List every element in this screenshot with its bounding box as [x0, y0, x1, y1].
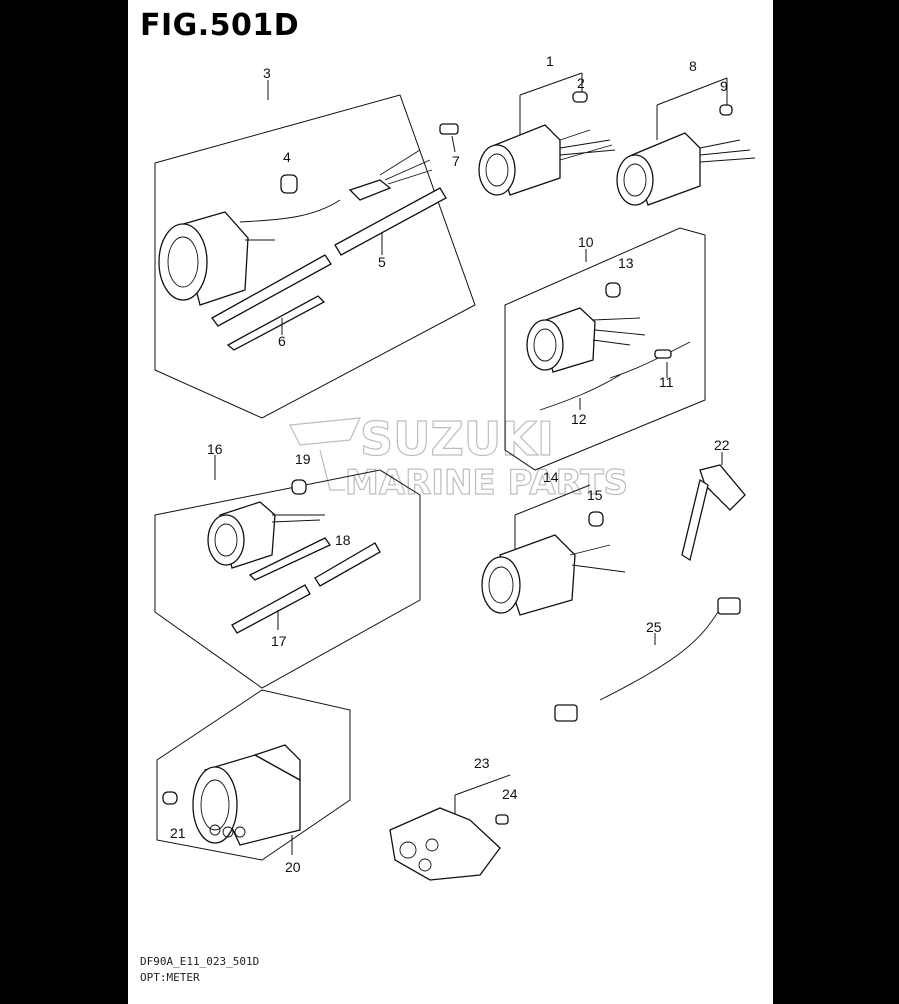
callout-20: 20 — [285, 859, 301, 875]
group-3-box — [154, 80, 476, 419]
callout-25: 25 — [646, 619, 662, 635]
callout-22: 22 — [714, 437, 730, 453]
watermark: SUZUKI MARINE PARTS — [289, 411, 629, 504]
watermark-logo-icon — [289, 417, 361, 491]
callout-24: 24 — [502, 786, 518, 802]
callout-14: 14 — [543, 469, 559, 485]
callout-7: 7 — [452, 153, 460, 169]
gauge-part-1[interactable] — [478, 72, 616, 196]
callout-6: 6 — [278, 333, 286, 349]
harness-part-11[interactable] — [609, 341, 691, 379]
bulb-part-21[interactable] — [162, 791, 178, 805]
gauge-part-8[interactable] — [616, 77, 756, 206]
callout-10: 10 — [578, 234, 594, 250]
fitting-part-7[interactable] — [439, 123, 459, 153]
group-16-box — [154, 455, 421, 689]
tie-part-6[interactable] — [226, 295, 326, 351]
callout-3: 3 — [263, 65, 271, 81]
tube-part-5[interactable] — [211, 187, 447, 327]
gauge-part-20[interactable] — [192, 744, 301, 855]
bulb-part-4[interactable] — [280, 174, 298, 194]
gauge-part-10[interactable] — [526, 307, 646, 373]
gauge-part-14[interactable] — [481, 484, 626, 616]
bulb-part-15[interactable] — [588, 511, 604, 527]
gauge-part-16[interactable] — [207, 501, 325, 569]
bulb-part-19[interactable] — [291, 479, 307, 495]
callout-8: 8 — [689, 58, 697, 74]
callout-12: 12 — [571, 411, 587, 427]
callout-23: 23 — [474, 755, 490, 771]
bulb-part-9 — [719, 104, 733, 116]
bracket-part-23[interactable] — [389, 774, 511, 881]
callout-15: 15 — [587, 487, 603, 503]
callout-13: 13 — [618, 255, 634, 271]
section-name: OPT:METER — [140, 971, 200, 984]
callout-21: 21 — [170, 825, 186, 841]
gauge-part-3[interactable] — [158, 149, 433, 306]
bulb-part-13[interactable] — [605, 282, 621, 298]
callout-5: 5 — [378, 254, 386, 270]
callout-18: 18 — [335, 532, 351, 548]
callout-labels: 1 2 3 4 5 6 7 8 9 10 11 12 13 14 15 16 1… — [170, 53, 730, 875]
tube-part-17[interactable] — [231, 542, 381, 634]
tie-part-18[interactable] — [248, 537, 331, 581]
group-20-box — [156, 689, 351, 861]
bulb-part-2 — [572, 91, 588, 103]
harness-part-12[interactable] — [539, 374, 621, 411]
watermark-line1: SUZUKI — [360, 412, 554, 466]
sender-part-22[interactable] — [681, 452, 746, 562]
callout-2: 2 — [577, 75, 585, 91]
callout-17: 17 — [271, 633, 287, 649]
callout-16: 16 — [207, 441, 223, 457]
group-10-box — [504, 227, 706, 471]
callout-11: 11 — [659, 374, 674, 390]
callout-1: 1 — [546, 53, 554, 69]
callout-4: 4 — [283, 149, 291, 165]
watermark-line2: MARINE PARTS — [345, 463, 628, 503]
callout-9: 9 — [720, 78, 728, 94]
figure-title: FIG.501D — [140, 8, 300, 43]
callout-19: 19 — [295, 451, 311, 467]
model-code: DF90A_E11_023_501D — [140, 955, 260, 968]
harness-part-25[interactable] — [554, 597, 741, 722]
screw-part-24[interactable] — [495, 814, 509, 825]
